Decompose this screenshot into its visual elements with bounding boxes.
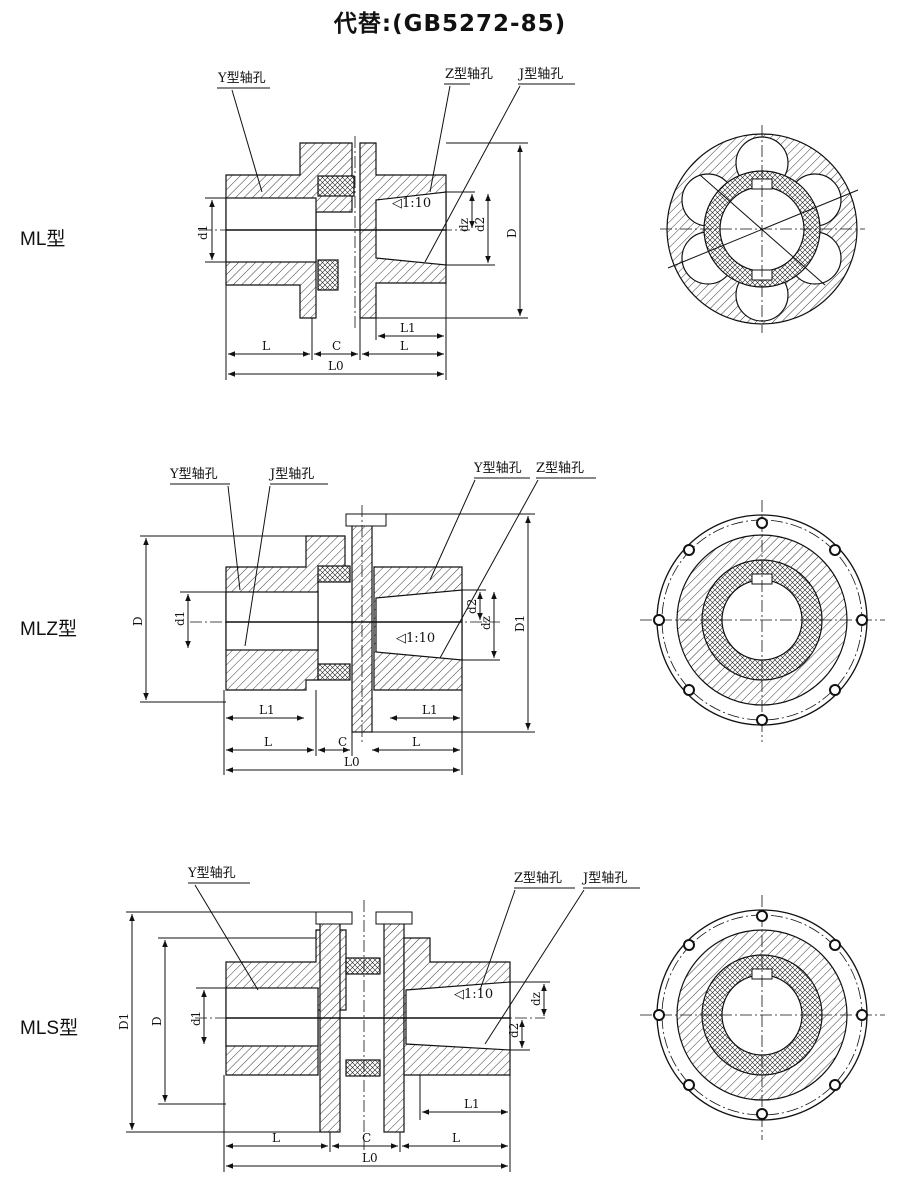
ml-dim-c: C bbox=[332, 339, 341, 353]
mlz-dim-l-left: L bbox=[264, 735, 272, 749]
mlz-dim-d1: d1 bbox=[173, 611, 187, 626]
ml-dim-d2: d2 bbox=[473, 217, 487, 232]
ml-dim-l0: L0 bbox=[328, 359, 344, 373]
mls-callouts: Y型轴孔 Z型轴孔 J型轴孔 ◁1:10 bbox=[187, 866, 640, 1045]
mls-dim-d2: d2 bbox=[507, 1023, 521, 1038]
mls-callout-z: Z型轴孔 bbox=[514, 871, 562, 886]
mlz-dim-l1-right: L1 bbox=[422, 703, 438, 717]
mlz-callout-z: Z型轴孔 bbox=[536, 461, 584, 476]
mlz-end-view bbox=[640, 500, 885, 742]
ml-end-view bbox=[660, 125, 865, 333]
type-label-mlz: MLZ型 bbox=[20, 619, 78, 640]
ml-dim-l-right: L bbox=[400, 339, 408, 353]
mls-dim-l-left: L bbox=[272, 1131, 280, 1145]
mls-dim-dz: dz bbox=[529, 992, 543, 1006]
ml-callouts: Y型轴孔 Z型轴孔 J型轴孔 ◁1:10 bbox=[217, 67, 575, 263]
mlz-dim-d: D bbox=[131, 616, 145, 626]
ml-taper: ◁1:10 bbox=[392, 196, 431, 211]
mls-dim-d1: d1 bbox=[189, 1011, 203, 1026]
mlz-callout-j: J型轴孔 bbox=[268, 467, 314, 482]
mlz-section-view bbox=[190, 505, 500, 745]
type-label-ml: ML型 bbox=[20, 229, 66, 250]
mlz-dim-d1-outer: D1 bbox=[513, 615, 527, 632]
ml-callout-j: J型轴孔 bbox=[517, 67, 563, 82]
mls-callout-j: J型轴孔 bbox=[581, 871, 627, 886]
ml-dim-l1: L1 bbox=[400, 321, 416, 335]
ml-callout-y: Y型轴孔 bbox=[217, 71, 266, 86]
mlz-dim-l-right: L bbox=[412, 735, 420, 749]
ml-callout-z: Z型轴孔 bbox=[445, 67, 493, 82]
mls-dimensions: L1 L C L L0 D1 D d1 d2 dz bbox=[117, 911, 550, 1172]
mls-callout-y: Y型轴孔 bbox=[187, 866, 236, 881]
mlz-callout-y-right: Y型轴孔 bbox=[473, 461, 522, 476]
mlz-callouts: Y型轴孔 J型轴孔 Y型轴孔 Z型轴孔 ◁1:10 bbox=[169, 461, 596, 659]
mls-end-view bbox=[640, 895, 885, 1140]
mls-dim-c: C bbox=[362, 1131, 371, 1145]
mlz-callout-y-left: Y型轴孔 bbox=[169, 467, 218, 482]
ml-dim-d: D bbox=[505, 228, 519, 238]
mls-dim-l1: L1 bbox=[464, 1097, 480, 1111]
mls-dim-d: D bbox=[150, 1016, 164, 1026]
mls-dim-d1-outer: D1 bbox=[117, 1013, 131, 1030]
type-label-mls: MLS型 bbox=[20, 1018, 79, 1039]
mls-section-view bbox=[195, 900, 545, 1150]
page-title: 代替:(GB5272-85) bbox=[333, 11, 567, 37]
mlz-dim-d2: d2 bbox=[465, 599, 479, 614]
mlz-taper: ◁1:10 bbox=[396, 631, 435, 646]
mls-dim-l0: L0 bbox=[362, 1151, 378, 1165]
ml-dim-d1: d1 bbox=[196, 225, 210, 240]
mlz-dimensions: L1 L1 L C L L0 D d1 d2 dz D1 bbox=[131, 513, 535, 775]
mls-taper: ◁1:10 bbox=[454, 987, 493, 1002]
mls-dim-l-right: L bbox=[452, 1131, 460, 1145]
ml-dimensions: L C L L0 L1 D d1 dz d2 bbox=[196, 142, 528, 380]
mlz-dim-l0: L0 bbox=[344, 755, 360, 769]
mlz-dim-c: C bbox=[338, 735, 347, 749]
ml-dim-dz: dz bbox=[457, 218, 471, 232]
mlz-dim-l1-left: L1 bbox=[259, 703, 275, 717]
mlz-dim-dz: dz bbox=[479, 616, 493, 630]
ml-dim-l-left: L bbox=[262, 339, 270, 353]
ml-section-view bbox=[200, 136, 470, 330]
